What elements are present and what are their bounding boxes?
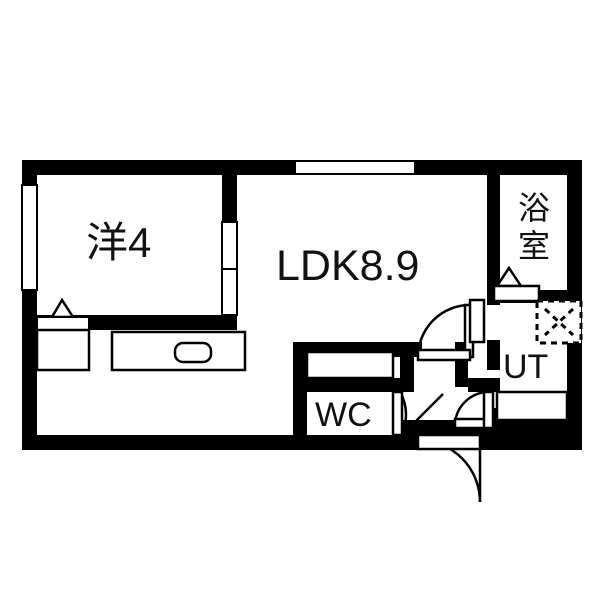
room-label-bathroom: 浴 室 [514, 190, 554, 266]
bath-label-line-2: 室 [517, 227, 550, 264]
windows [21, 160, 416, 291]
room-label-utility: UT [503, 348, 549, 386]
bath-door-icon [492, 265, 541, 303]
closet-bedroom-icon [35, 297, 91, 372]
wc-door-icon [391, 390, 444, 438]
entry-shoe-box-icon [110, 330, 247, 372]
washing-machine-icon [535, 299, 583, 345]
window-left-icon [21, 184, 38, 291]
corridor-partition [468, 298, 569, 422]
room-label-toilet: WC [315, 396, 372, 434]
room-label-ldk: LDK8.9 [276, 242, 420, 290]
ut-door-icon [453, 390, 495, 430]
room-label-washitsu: 洋4 [86, 219, 152, 266]
sliding-door-bedroom-icon [221, 221, 238, 316]
window-top-icon [294, 160, 416, 175]
wc-cabinet-icon [305, 350, 395, 380]
entry-door-icon [416, 433, 482, 503]
bath-label-line-1: 浴 [517, 190, 550, 226]
